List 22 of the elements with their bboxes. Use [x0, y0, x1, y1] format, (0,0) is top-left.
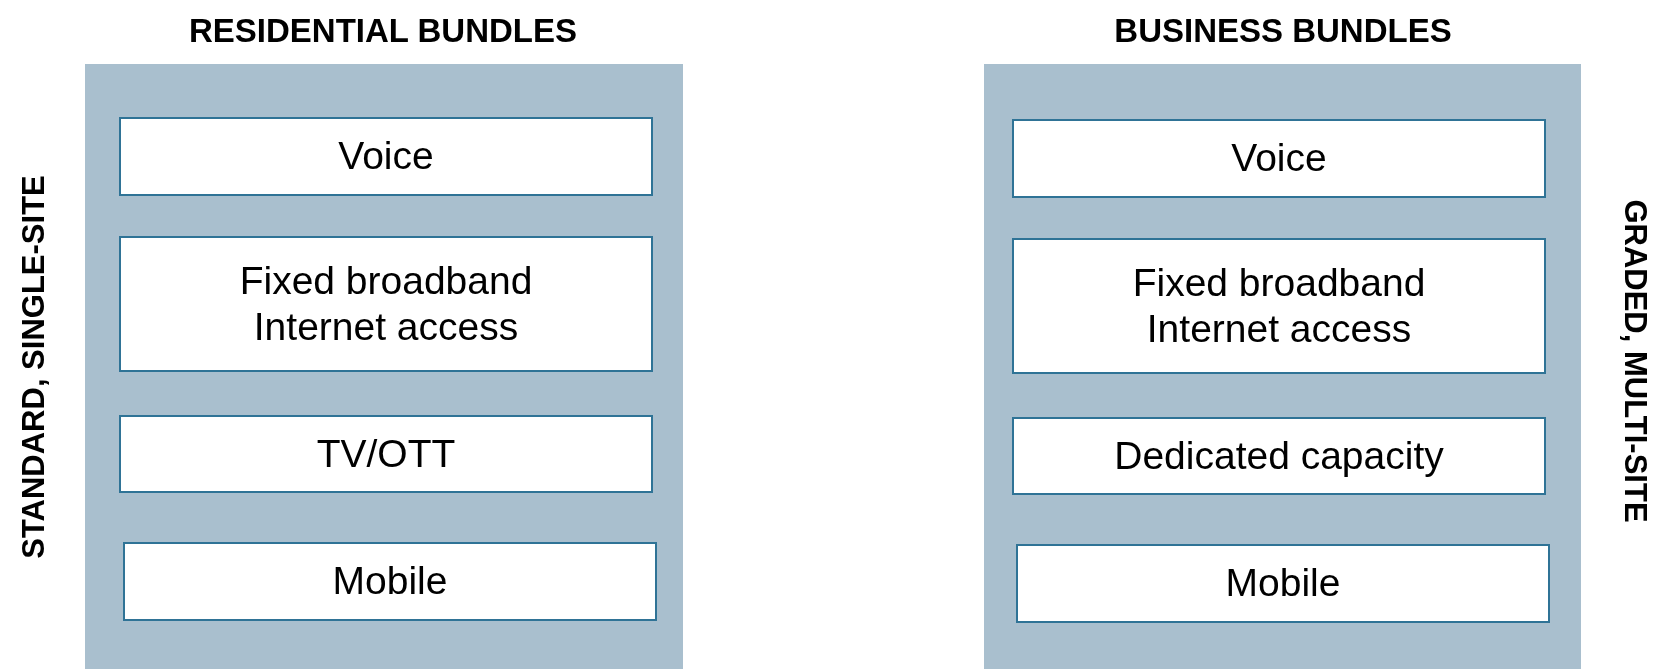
- service-box: [119, 415, 653, 493]
- service-box: [123, 542, 657, 621]
- service-box: [1012, 119, 1546, 198]
- service-box: [119, 236, 653, 372]
- bundle-panel: [85, 64, 683, 669]
- service-label: Voice: [1231, 135, 1327, 182]
- side-label: STANDARD, SINGLE-SITE: [16, 175, 52, 559]
- service-box: [1012, 417, 1546, 495]
- bundle-panel: [984, 64, 1581, 669]
- service-label: Voice: [338, 133, 434, 180]
- service-box: [1012, 238, 1546, 374]
- service-label: Fixed broadband Internet access: [238, 258, 534, 350]
- service-label: Mobile: [332, 558, 448, 605]
- service-label: Mobile: [1225, 560, 1341, 607]
- service-label: Fixed broadband Internet access: [1131, 260, 1427, 352]
- panel-heading: RESIDENTIAL BUNDLES: [188, 12, 578, 50]
- side-label: GRADED, MULTI-SITE: [1617, 199, 1653, 523]
- service-box: [119, 117, 653, 196]
- service-box: [1016, 544, 1550, 623]
- service-label: TV/OTT: [316, 431, 456, 477]
- service-label: Dedicated capacity: [1114, 433, 1444, 479]
- panel-heading: BUSINESS BUNDLES: [1114, 12, 1452, 50]
